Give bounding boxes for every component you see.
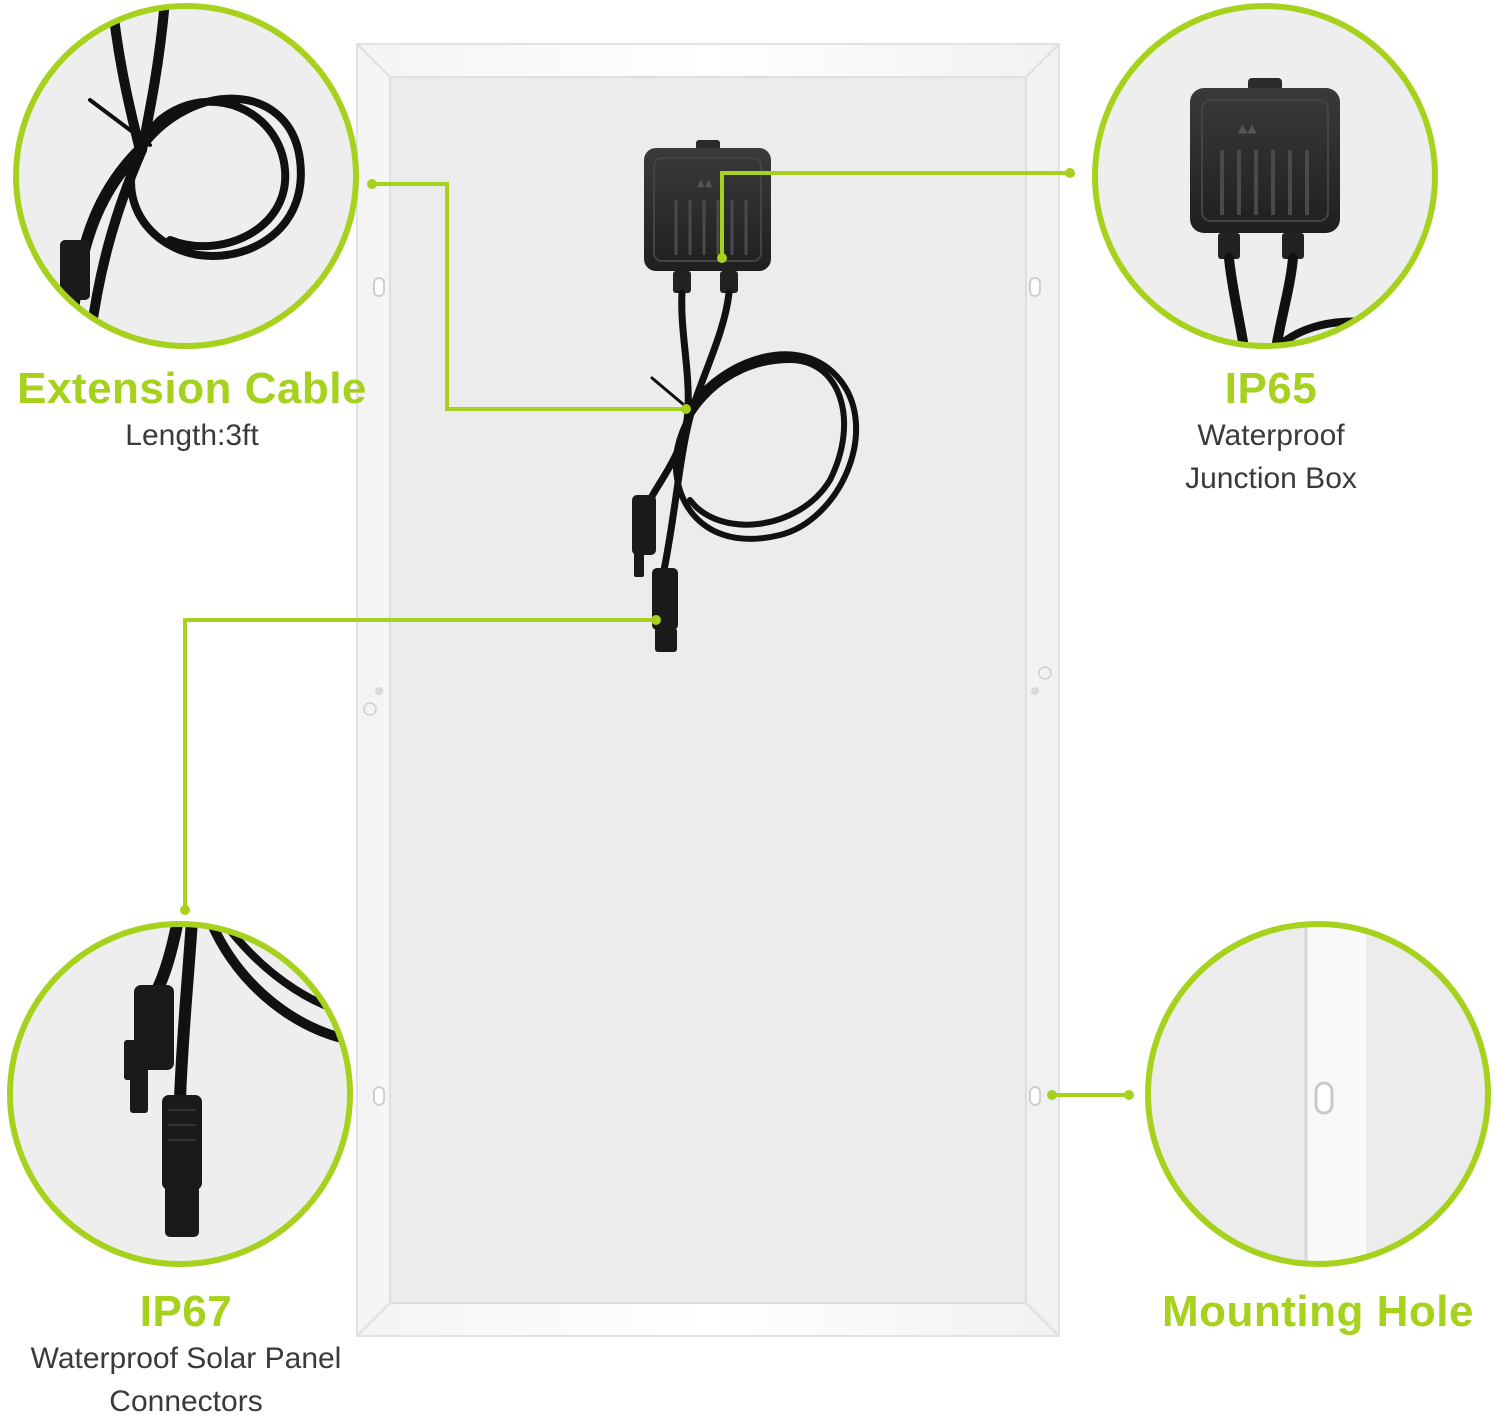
callout-subtitle: Length:3ft <box>125 419 259 452</box>
callout-title: Extension Cable <box>17 364 367 413</box>
callout-junction-box: IP65 Waterproof Junction Box <box>1140 364 1402 500</box>
callout-subtitle: Waterproof Solar Panel <box>30 1342 342 1375</box>
leader-extension-cable <box>372 182 686 411</box>
detail-junction-box: ▲▲ <box>1092 3 1438 349</box>
mounting-hole <box>373 277 385 297</box>
leader-junction-box <box>720 171 1070 258</box>
detail-mounting-hole <box>1145 921 1491 1267</box>
panel-backsheet <box>389 76 1027 1304</box>
mounting-hole <box>373 1086 385 1106</box>
grounding-symbol-icon <box>363 702 377 716</box>
grounding-hole <box>375 687 383 695</box>
callout-subtitle: Waterproof <box>1197 419 1345 452</box>
mc4-connectors <box>632 495 678 652</box>
leader-dots <box>180 168 1134 1100</box>
callout-title: Mounting Hole <box>1162 1287 1474 1336</box>
callout-mounting-hole: Mounting Hole <box>1140 1287 1496 1337</box>
callout-connectors: IP67 Waterproof Solar Panel Connectors <box>0 1287 372 1423</box>
junction-box: ▲▲ <box>644 140 771 293</box>
svg-text:▲▲: ▲▲ <box>1238 121 1257 135</box>
svg-text:▲▲: ▲▲ <box>697 178 713 189</box>
callout-title: IP65 <box>1224 364 1318 413</box>
mounting-hole <box>1029 277 1041 297</box>
grounding-hole <box>1031 687 1039 695</box>
callout-subtitle: Connectors <box>109 1385 263 1418</box>
callout-subtitle: Junction Box <box>1185 462 1357 495</box>
leader-lines <box>183 171 1129 1097</box>
leader-connectors <box>183 618 656 910</box>
callout-extension-cable: Extension Cable Length:3ft <box>0 364 384 457</box>
grounding-symbol-icon <box>1038 666 1052 680</box>
mounting-hole <box>1029 1086 1041 1106</box>
detail-connectors <box>7 921 353 1267</box>
solar-panel: ▲▲ <box>356 43 1060 1337</box>
detail-extension-cable <box>13 3 359 349</box>
callout-title: IP67 <box>139 1287 233 1336</box>
